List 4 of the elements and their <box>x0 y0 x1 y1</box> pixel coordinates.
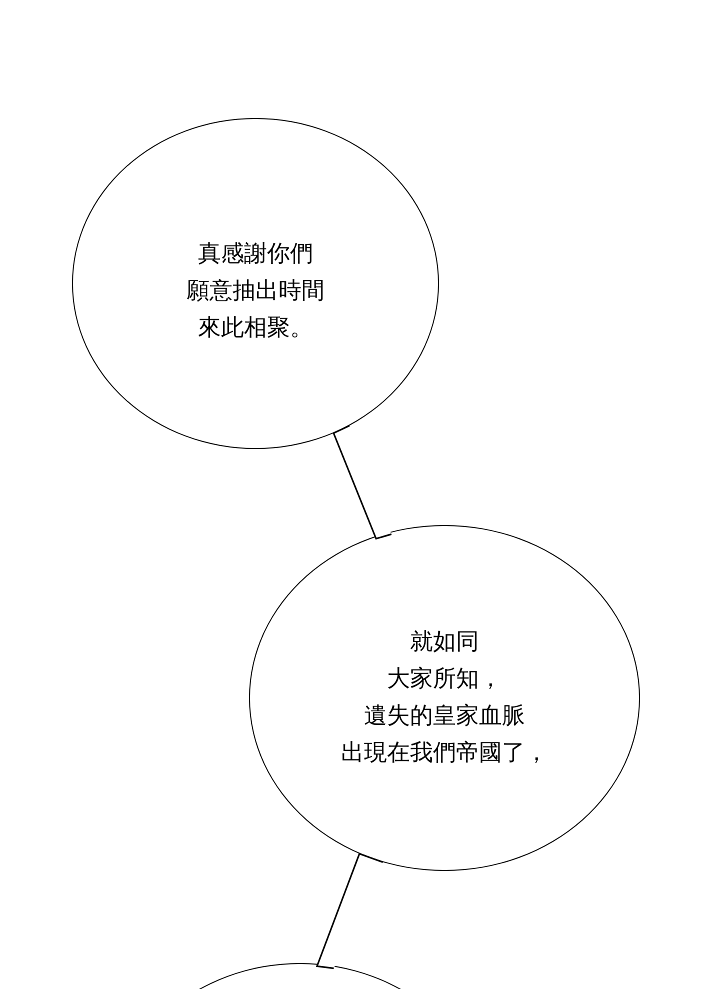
dialogue-text: 就如同大家所知，遺失的皇家血脈出現在我們帝國了， <box>341 628 548 768</box>
dialogue-text: 真感謝你們願意抽出時間來此相聚。 <box>186 240 324 343</box>
bubble-tail <box>332 424 392 540</box>
bubble-tail <box>316 852 384 970</box>
